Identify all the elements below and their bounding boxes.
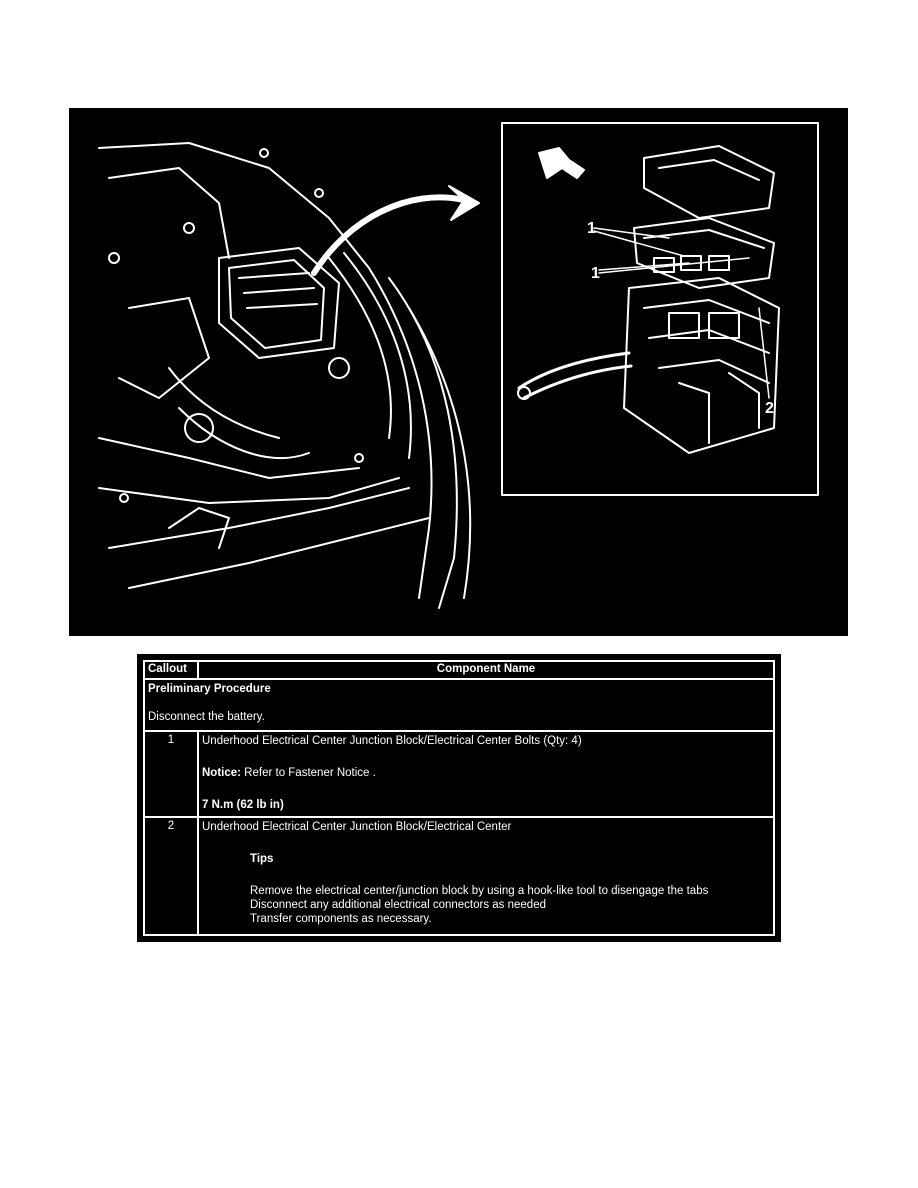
tips-title: Tips [250, 853, 274, 865]
component-bracket [118, 297, 210, 399]
preliminary-row: Preliminary Procedure Disconnect the bat… [143, 678, 775, 732]
inset-callout-1-bottom: 1 [591, 265, 600, 282]
table-row: 2 Underhood Electrical Center Junction B… [143, 816, 775, 936]
leader-line-1b [598, 262, 690, 271]
component-illustration: 1 1 2 [69, 108, 848, 636]
engine-bay-drawing: 1 1 2 [98, 122, 819, 609]
wiring-harness [517, 351, 631, 390]
bumper-curve [368, 267, 433, 599]
pointer-arrow-head [448, 185, 480, 221]
callout-table: Callout Component Name Preliminary Proce… [143, 660, 775, 936]
table-header-row: Callout Component Name [143, 660, 775, 680]
pointer-arrow-shaft [311, 194, 467, 276]
component-cell: Underhood Electrical Center Junction Blo… [197, 730, 775, 818]
fender-curve [328, 257, 392, 439]
table-row: 1 Underhood Electrical Center Junction B… [143, 730, 775, 818]
notice-line: Notice: Refer to Fastener Notice . [202, 766, 770, 780]
junction-block-body [633, 217, 775, 289]
tip-item: Remove the electrical center/junction bl… [250, 885, 709, 897]
notice-text: Refer to Fastener Notice . [240, 767, 376, 779]
notice-label: Notice: [202, 767, 241, 779]
latch-bracket [168, 507, 230, 549]
direction-arrow [538, 147, 585, 179]
component-cell: Underhood Electrical Center Junction Blo… [197, 816, 775, 936]
leader-line-1a [593, 227, 670, 239]
fitting-circle [184, 413, 214, 443]
hose-line [178, 407, 310, 459]
electrical-center-base [623, 277, 780, 454]
strut-tower-line [108, 167, 230, 259]
preliminary-cell: Preliminary Procedure Disconnect the bat… [143, 678, 775, 732]
callout-number: 2 [143, 816, 199, 936]
tip-item: Transfer components as necessary. [250, 913, 432, 925]
leader-line-2 [758, 307, 770, 399]
preliminary-text: Disconnect the battery. [148, 711, 265, 723]
component-name: Underhood Electrical Center Junction Blo… [202, 821, 512, 833]
tip-item: Disconnect any additional electrical con… [250, 899, 546, 911]
detail-inset-frame [501, 122, 819, 496]
component-name: Underhood Electrical Center Junction Blo… [202, 735, 582, 747]
radiator-support-line [98, 477, 400, 504]
header-component-name: Component Name [197, 660, 775, 680]
callout-table-container: Callout Component Name Preliminary Proce… [137, 654, 781, 942]
header-callout: Callout [143, 660, 199, 680]
callout-number: 1 [143, 730, 199, 818]
torque-spec: 7 N.m (62 lb in) [202, 799, 284, 811]
inset-callout-2: 2 [765, 400, 774, 417]
junction-block-cover [643, 145, 775, 219]
fuse-box-outline [218, 247, 340, 359]
fuse-box-inner [228, 259, 325, 349]
inset-callout-1-top: 1 [587, 220, 596, 237]
preliminary-title: Preliminary Procedure [148, 683, 271, 695]
